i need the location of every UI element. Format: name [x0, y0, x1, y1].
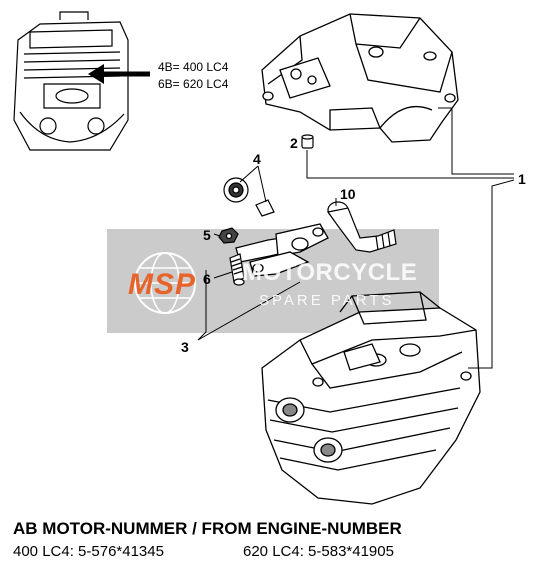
- callout-10: 10: [340, 186, 356, 202]
- callout-1: 1: [518, 171, 526, 187]
- footer-variants: 400 LC4: 5-576*41345 620 LC4: 5-583*4190…: [13, 543, 394, 560]
- part10-shaft: [326, 201, 397, 253]
- footer-title: AB MOTOR-NUMMER / FROM ENGINE-NUMBER: [13, 519, 402, 538]
- part4-roller: [223, 177, 275, 217]
- callout-5: 5: [203, 227, 211, 243]
- inset-arrow-head: [88, 64, 104, 84]
- watermark-line2: SPARE PARTS: [259, 292, 395, 309]
- inset-note-line1: 4B= 400 LC4: [158, 60, 229, 74]
- callout-4: 4: [253, 151, 261, 167]
- engine-inset: [13, 11, 129, 151]
- cylinder-head: [261, 291, 481, 505]
- variant-400: 400 LC4: 5-576*41345: [13, 543, 164, 560]
- callout-2: 2: [290, 135, 298, 151]
- rocker-arms: [235, 223, 329, 277]
- variant-620: 620 LC4: 5-583*41905: [243, 543, 394, 560]
- callout-6: 6: [203, 271, 211, 287]
- watermark-globe-icon: [134, 252, 196, 314]
- inset-note-line2: 6B= 620 LC4: [158, 77, 229, 91]
- part2-cap: [301, 134, 314, 149]
- part5-nut: [218, 227, 239, 244]
- watermark-line1: MOTORCYCLE: [242, 259, 418, 286]
- watermark-logo-text: MSP: [128, 268, 197, 301]
- leader-lines: [197, 107, 515, 369]
- part6-screw: [229, 253, 245, 286]
- valve-cover: [261, 13, 459, 143]
- callout-3: 3: [181, 339, 189, 355]
